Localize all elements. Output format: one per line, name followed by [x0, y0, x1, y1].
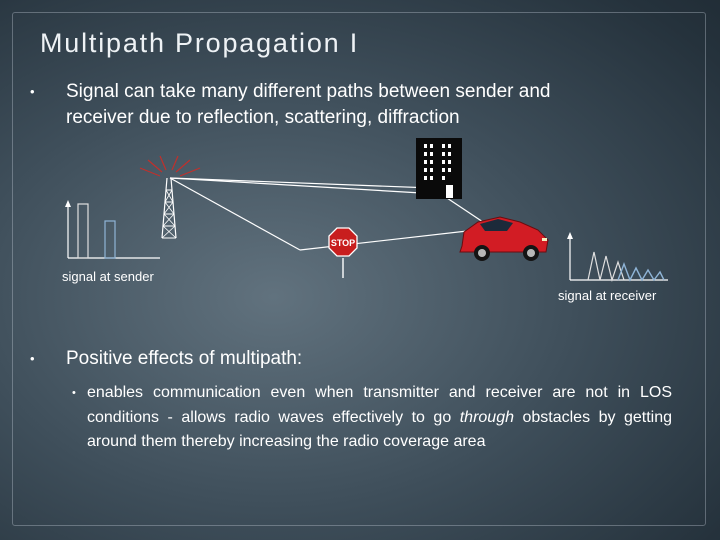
receiver-signal-plot	[567, 232, 668, 283]
antenna-tower-icon	[139, 155, 201, 239]
receiver-pulses-delayed	[617, 262, 665, 282]
sub-bullet-text-part1: enables communication even when transmit…	[87, 384, 672, 426]
sender-signal-plot	[65, 200, 160, 259]
sender-pulse-secondary	[104, 220, 116, 259]
slide-title: Multipath Propagation I	[40, 28, 360, 58]
sub-bullet-text: enables communication even when transmit…	[87, 381, 672, 455]
building-icon	[416, 138, 462, 199]
stop-sign-icon: STOP	[328, 227, 358, 278]
sub-bullet-los: • enables communication even when transm…	[72, 381, 672, 455]
bullet-signal-paths-line1: Signal can take many different paths bet…	[66, 81, 551, 102]
sender-pulse-primary	[77, 203, 89, 259]
car-icon	[459, 216, 549, 261]
receiver-pulses-direct	[587, 251, 625, 283]
label-signal-at-receiver: signal at receiver	[558, 288, 657, 303]
bullet-positive-effects-text: Positive effects of multipath:	[66, 348, 303, 369]
sub-bullet-text-part2: obstacles by getting around them thereby…	[87, 408, 672, 451]
bullet-positive-effects: • Positive effects of multipath:	[30, 346, 302, 372]
sub-bullet-dot: •	[72, 387, 76, 399]
label-signal-at-sender: signal at sender	[62, 269, 154, 284]
bullet-dot: •	[30, 84, 35, 99]
stop-sign-text: STOP	[331, 238, 355, 248]
bullet-signal-paths: • Signal can take many different paths b…	[30, 79, 690, 131]
sub-bullet-italic-word: through	[459, 408, 514, 426]
bullet-dot: •	[30, 351, 35, 366]
bullet-signal-paths-line2: receiver due to reflection, scattering, …	[66, 107, 460, 128]
